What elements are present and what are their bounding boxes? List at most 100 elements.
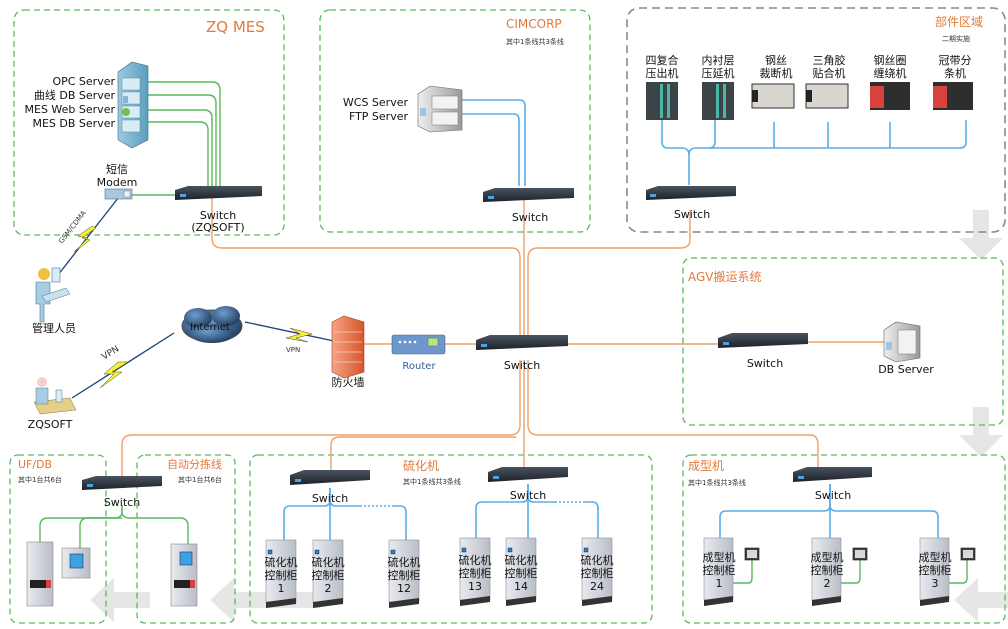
manager-label: 管理人员 xyxy=(32,321,76,335)
indicator-icon xyxy=(314,549,320,555)
zone-parts xyxy=(626,7,1006,233)
backbone-wires xyxy=(121,195,888,478)
zone-subtitle-cimcorp: 其中1条线共3条线 xyxy=(506,37,564,46)
switch-building xyxy=(793,467,872,482)
flow-arrow-down-1 xyxy=(959,210,1003,260)
parts-label-4a: 三角胶 xyxy=(813,53,846,67)
ufdb-panel xyxy=(61,547,91,579)
switch-zqsoft-label-1: Switch xyxy=(200,209,236,222)
parts-label-5b: 缠绕机 xyxy=(874,66,907,80)
modem-device xyxy=(104,188,133,200)
zone-subtitle-sorting: 其中1台共6台 xyxy=(178,475,222,484)
zone-zq-mes xyxy=(13,9,285,236)
zone-building xyxy=(682,454,1006,624)
mes-server-label-1: OPC Server xyxy=(52,75,115,88)
switch-cimcorp xyxy=(483,188,574,202)
build-wires xyxy=(719,484,968,584)
flow-arrow-left-2 xyxy=(210,578,320,622)
zone-subtitle-vulcanizer: 其中1条线共3条线 xyxy=(403,477,461,486)
vulcanizer-cabinet-label: 13 xyxy=(468,580,482,593)
zone-title-sorting: 自动分拣线 xyxy=(167,457,222,471)
router-icon xyxy=(391,334,446,355)
wcs-ftp-server xyxy=(417,85,463,133)
zone-title-agv: AGV搬运系统 xyxy=(688,269,762,284)
switch-agv xyxy=(718,333,808,348)
database-icon xyxy=(123,96,128,103)
parts-label-2b: 压延机 xyxy=(702,66,735,80)
zone-cimcorp xyxy=(319,9,591,233)
parts-machine-4 xyxy=(805,83,849,109)
mes-server-label-3: MES Web Server xyxy=(25,103,116,116)
parts-label-4b: 贴合机 xyxy=(813,66,846,80)
zone-sorting xyxy=(136,454,236,624)
vulcanizer-cabinet-label: 控制柜 xyxy=(265,568,298,582)
building-cabinet-label: 控制柜 xyxy=(703,563,736,577)
switch-vulcanizer-1-label: Switch xyxy=(312,492,348,505)
switch-core-label: Switch xyxy=(504,359,540,372)
switch-building-label: Switch xyxy=(815,489,851,502)
indicator-icon xyxy=(390,549,396,555)
database-icon xyxy=(886,342,892,350)
parts-machine-6 xyxy=(933,82,973,110)
vulcanizer-cabinet-label: 控制柜 xyxy=(459,566,492,580)
zone-title-parts: 部件区域 xyxy=(935,14,983,29)
manager-person-icon xyxy=(35,267,71,323)
zone-subtitle-ufdb: 其中1台共6台 xyxy=(18,475,62,484)
vulcanizer-cabinets: 硫化机控制柜1硫化机控制柜2硫化机控制柜12硫化机控制柜13硫化机控制柜14硫化… xyxy=(265,537,614,608)
building-cabinet-label: 成型机 xyxy=(811,550,844,564)
vulcanizer-cabinet-label: 1 xyxy=(278,582,285,595)
router-label: Router xyxy=(402,361,436,372)
vulcanizer-cabinet-label: 控制柜 xyxy=(581,566,614,580)
cim-wire-2 xyxy=(462,113,520,186)
parts-bus xyxy=(661,120,967,185)
parts-label-2a: 内衬层 xyxy=(702,53,735,67)
vulcanizer-cabinet-label: 硫化机 xyxy=(388,555,421,569)
mes-server-rack xyxy=(117,61,149,149)
zone-title-cimcorp: CIMCORP xyxy=(506,17,562,31)
ufdb-wires xyxy=(39,505,189,548)
switch-cimcorp-label: Switch xyxy=(512,211,548,224)
building-cabinet-label: 成型机 xyxy=(919,550,952,564)
vulc-wires xyxy=(283,484,599,540)
flow-arrow-left-1 xyxy=(954,578,1008,622)
switch-ufdb xyxy=(82,476,162,490)
vulcanizer-cabinet-label: 2 xyxy=(325,582,332,595)
flow-arrow-down-2 xyxy=(959,407,1003,457)
zone-title-ufdb: UF/DB xyxy=(18,458,52,471)
parts-machine-1 xyxy=(646,82,678,120)
internet-label: Internet xyxy=(190,322,230,333)
indicator-icon xyxy=(267,549,273,555)
mes-wires xyxy=(132,81,221,196)
zone-title-zq-mes: ZQ MES xyxy=(206,18,265,36)
wan-links xyxy=(57,192,349,399)
vulcanizer-cabinet-label: 控制柜 xyxy=(388,568,421,582)
parts-label-5a: 钢丝圈 xyxy=(874,54,907,67)
agv-db-server-icon xyxy=(883,321,921,363)
vulcanizer-cabinet-label: 硫化机 xyxy=(459,553,492,567)
mes-server-label-4: MES DB Server xyxy=(32,117,115,130)
modem-label-2: Modem xyxy=(97,176,138,189)
indicator-icon xyxy=(507,547,513,553)
flow-arrows xyxy=(90,210,1008,622)
ufdb-cabinet xyxy=(26,541,54,607)
flow-arrow-left-3 xyxy=(90,578,150,622)
parts-label-6b: 条机 xyxy=(944,66,966,80)
switch-vulcanizer-2 xyxy=(488,467,568,482)
zone-title-building: 成型机 xyxy=(688,459,724,473)
building-cabinet-label: 1 xyxy=(716,577,723,590)
zone-title-vulcanizer: 硫化机 xyxy=(403,458,439,473)
globe-icon xyxy=(122,108,130,116)
switch-core xyxy=(476,335,568,350)
zone-agv xyxy=(682,257,1004,426)
database-icon xyxy=(420,108,426,116)
internet-cloud-icon xyxy=(181,306,243,343)
vpn-label-1: VPN xyxy=(100,344,121,362)
hmi-screen-icon xyxy=(852,547,868,561)
indicator-icon xyxy=(461,547,467,553)
vulcanizer-cabinet-label: 12 xyxy=(397,582,411,595)
building-cabinet-label: 3 xyxy=(932,577,939,590)
